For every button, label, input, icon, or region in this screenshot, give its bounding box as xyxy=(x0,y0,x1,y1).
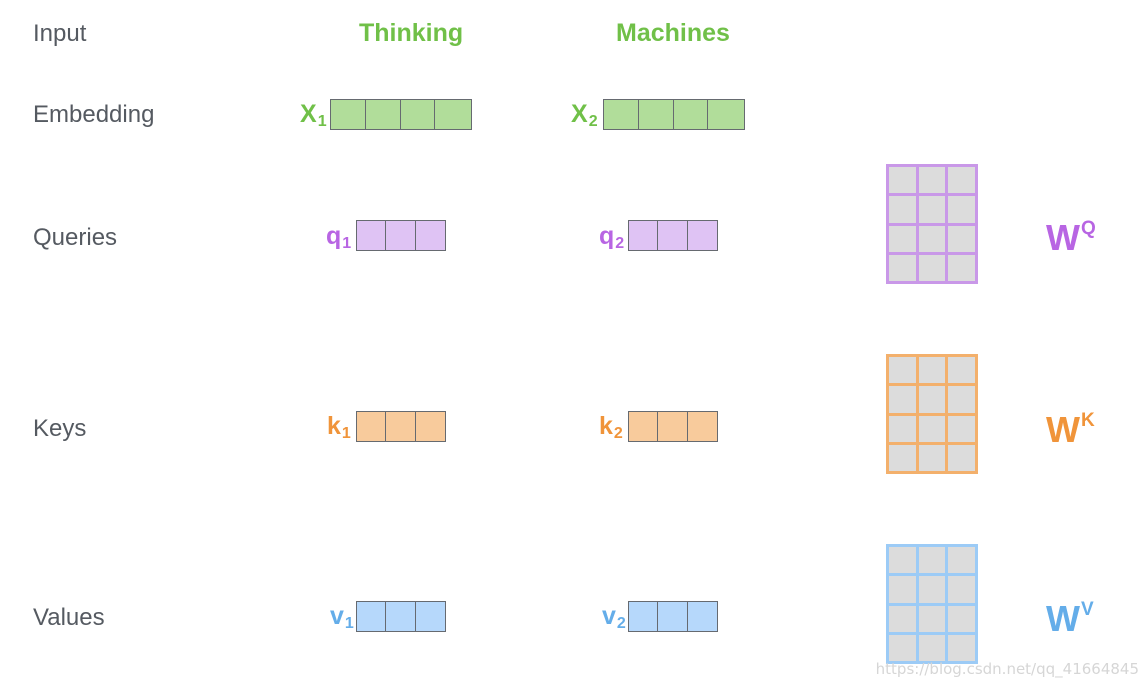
value-weight-label: WV xyxy=(1046,598,1094,639)
query-weight-matrix xyxy=(886,164,978,284)
embedding-vector-x1 xyxy=(330,99,472,130)
query-label-q1: q1 xyxy=(326,222,352,252)
value-label-v1: v1 xyxy=(330,602,354,632)
value-vector-v1 xyxy=(356,601,446,632)
value-vector-v2 xyxy=(628,601,718,632)
row-label-keys: Keys xyxy=(33,415,87,442)
query-vector-q1 xyxy=(356,220,446,251)
key-vector-k2 xyxy=(628,411,718,442)
row-label-values: Values xyxy=(33,604,105,631)
key-weight-matrix xyxy=(886,354,978,474)
row-label-input: Input xyxy=(33,20,87,47)
query-vector-q2 xyxy=(628,220,718,251)
query-weight-label: WQ xyxy=(1046,217,1096,258)
key-label-k1: k1 xyxy=(327,412,351,442)
query-label-q2: q2 xyxy=(599,222,625,252)
embedding-label-x1: X1 xyxy=(300,100,327,130)
key-label-k2: k2 xyxy=(599,412,623,442)
key-weight-label: WK xyxy=(1046,409,1095,450)
row-label-queries: Queries xyxy=(33,224,118,251)
watermark-text: https://blog.csdn.net/qq_41664845 xyxy=(875,660,1139,678)
value-weight-matrix xyxy=(886,544,978,664)
input-word-machines: Machines xyxy=(616,19,730,47)
value-label-v2: v2 xyxy=(602,602,626,632)
key-vector-k1 xyxy=(356,411,446,442)
embedding-label-x2: X2 xyxy=(571,100,598,130)
row-label-embedding: Embedding xyxy=(33,101,155,128)
embedding-vector-x2 xyxy=(603,99,745,130)
input-word-thinking: Thinking xyxy=(359,19,464,47)
